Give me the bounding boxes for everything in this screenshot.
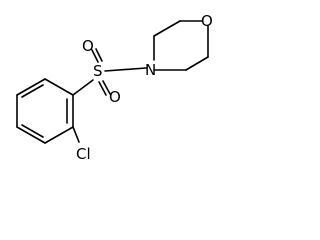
atom-chlorine: Cl [76, 145, 91, 163]
bond-s-aryl [72, 79, 94, 96]
bond-c3-c4 [185, 56, 209, 71]
sulfonyl-double-bond-top [91, 48, 103, 63]
atom-oxygen-sulfonyl-bottom: O [109, 88, 121, 106]
atom-nitrogen: N [145, 61, 156, 79]
atom-oxygen-sulfonyl-top: O [82, 37, 94, 55]
benzene-ring [16, 78, 74, 144]
atom-sulfur: S [93, 62, 103, 80]
bond-c-cl [72, 126, 80, 143]
chemical-structure: O N S O O Cl [16, 12, 213, 163]
atom-oxygen-morpholine: O [201, 12, 213, 30]
bond-n-s [104, 67, 147, 72]
morpholine-ring [153, 20, 209, 71]
sulfonyl-double-bond-bottom [98, 80, 111, 96]
bond-c1-c2 [153, 20, 181, 37]
